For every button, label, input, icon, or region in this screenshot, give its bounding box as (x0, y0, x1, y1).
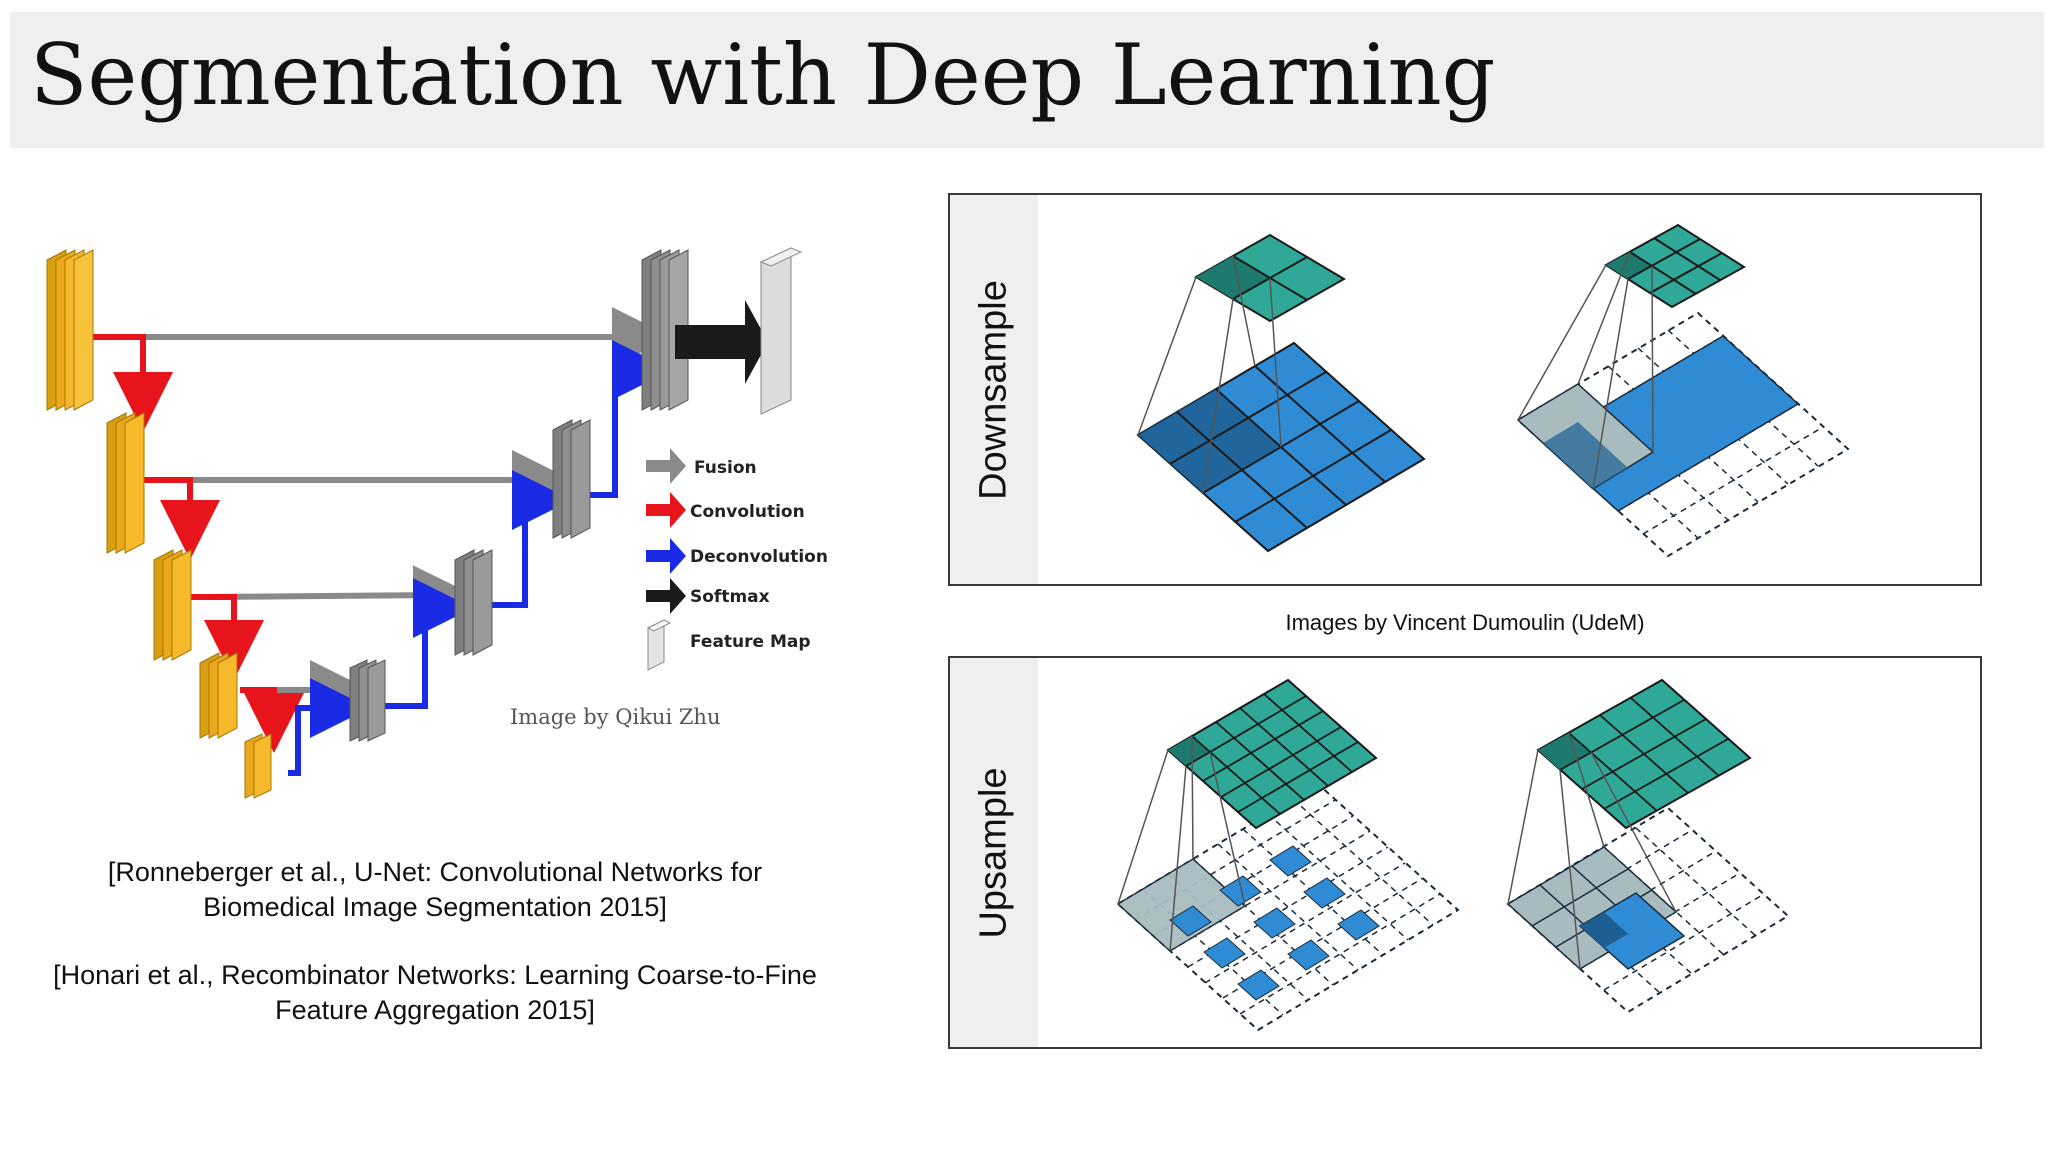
legend-convolution-label: Convolution (690, 502, 805, 522)
references: [Ronneberger et al., U-Net: Convolutiona… (40, 855, 830, 1061)
downsample-illustrations (1136, 223, 1850, 558)
downsample-conv-with-padding (1516, 223, 1850, 558)
downsample-label: Downsample (972, 279, 1015, 500)
reference-recombinator: [Honari et al., Recombinator Networks: L… (53, 960, 817, 1025)
upsample-illustrations (1116, 678, 1790, 1032)
encoder-block-5 (244, 733, 272, 799)
encoder-block-3 (153, 549, 192, 661)
conv-credit: Images by Vincent Dumoulin (UdeM) (1285, 610, 1645, 635)
legend-fusion-label: Fusion (694, 458, 757, 478)
legend-feature-map-icon (646, 619, 672, 671)
legend-fusion-icon (646, 448, 686, 484)
upsample-label: Upsample (972, 766, 1015, 939)
unet-credit: Image by Qikui Zhu (510, 705, 720, 729)
legend-feature-map-label: Feature Map (690, 632, 811, 652)
softmax-arrow (675, 300, 768, 384)
encoder-block-4 (199, 652, 238, 739)
upsample-panel: Upsample (948, 656, 1982, 1049)
encoder-block-1 (46, 249, 94, 411)
decoder-blocks (349, 249, 689, 742)
convolution-arrows (85, 334, 304, 753)
slide-title: Segmentation with Deep Learning (30, 26, 1496, 124)
legend-softmax-icon (646, 578, 686, 614)
downsample-conv-no-padding (1136, 233, 1426, 553)
legend: Fusion Convolution Deconvolution Softmax… (646, 448, 828, 671)
reference-unet: [Ronneberger et al., U-Net: Convolutiona… (107, 857, 763, 922)
legend-softmax-label: Softmax (690, 587, 770, 607)
upsample-label-strip: Upsample (950, 658, 1038, 1047)
upsample-transposed-padding (1506, 678, 1790, 1014)
legend-deconvolution-label: Deconvolution (690, 547, 828, 567)
deconvolution-arrows (288, 340, 672, 776)
output-feature-map (759, 247, 803, 415)
downsample-panel: Downsample (948, 193, 1982, 586)
decoder-block-1 (349, 659, 386, 742)
encoder-blocks (46, 249, 272, 799)
encoder-block-2 (106, 412, 145, 554)
decoder-block-2 (454, 549, 493, 656)
legend-deconvolution-icon (646, 538, 686, 574)
title-bar: Segmentation with Deep Learning (10, 12, 2044, 148)
upsample-transposed-stride (1116, 678, 1460, 1032)
decoder-block-3 (552, 419, 591, 539)
legend-convolution-icon (646, 492, 686, 528)
downsample-label-strip: Downsample (950, 195, 1038, 584)
decoder-block-4 (641, 249, 689, 411)
unet-diagram: Fusion Convolution Deconvolution Softmax… (46, 247, 828, 799)
